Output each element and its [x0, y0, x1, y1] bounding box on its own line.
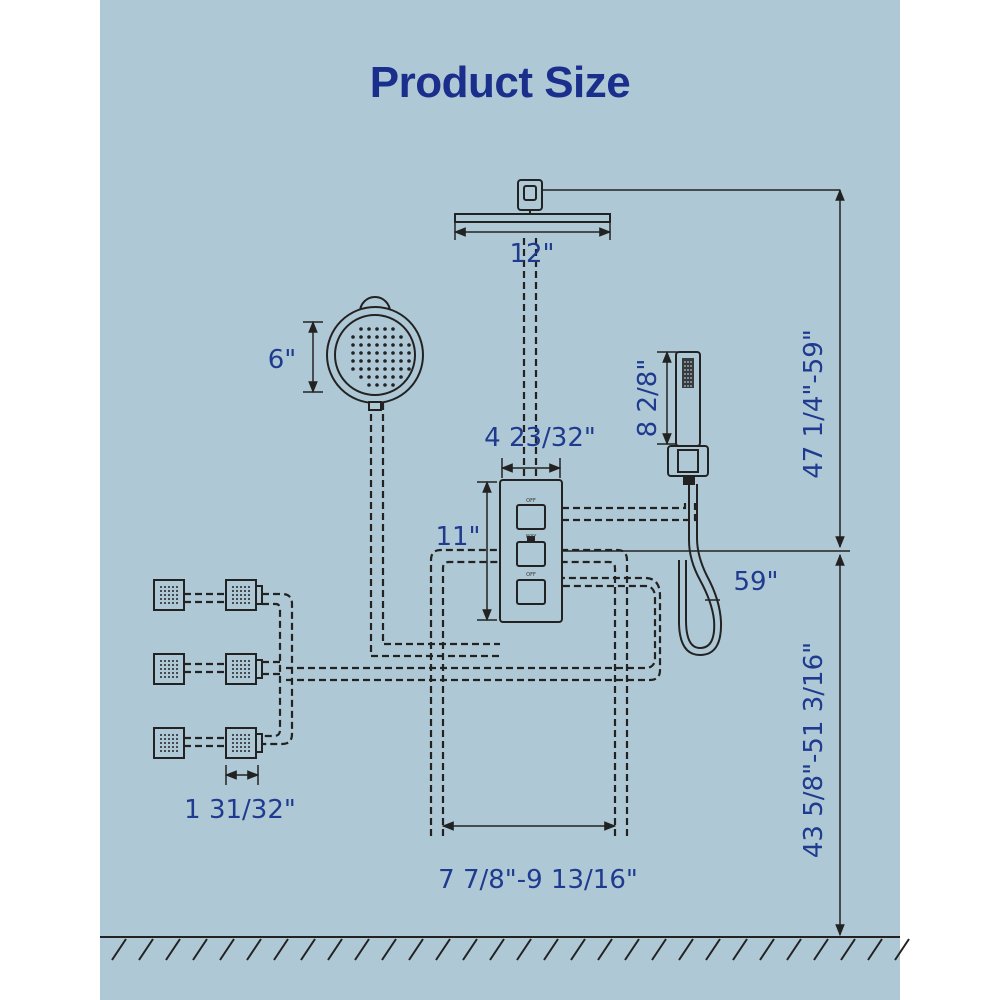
rain-shower-head [454, 179, 840, 223]
dim-valve-width: 4 23/32" [484, 423, 596, 453]
dim-valve-height: 11" [435, 522, 480, 552]
page-title: Product Size [369, 58, 631, 107]
dim-handheld-length: 8 2/8" [633, 359, 663, 438]
dim-pipe-spacing: 7 7/8"-9 13/16" [438, 865, 638, 895]
floor [100, 936, 910, 961]
dim-hand-head-diameter: 6" [268, 345, 297, 375]
dimension-lines [224, 188, 850, 937]
thermostatic-valve [499, 479, 563, 623]
valve-label-bottom: OFF [526, 572, 536, 578]
pipes [184, 238, 697, 836]
body-jet [153, 727, 185, 759]
dim-rain-head-width: 12" [509, 239, 554, 269]
valve-label-middle: WAY [526, 534, 538, 540]
round-shower-head [326, 296, 424, 411]
dim-lower-height: 43 5/8"-51 3/16" [799, 642, 829, 858]
body-jets [153, 579, 263, 759]
dim-hose-length: 59" [733, 567, 778, 597]
handheld-shower [667, 351, 723, 657]
dim-upper-height: 47 1/4"-59" [799, 329, 829, 479]
dim-body-jet-width: 1 31/32" [184, 795, 296, 825]
valve-label-top: OFF [526, 498, 536, 504]
